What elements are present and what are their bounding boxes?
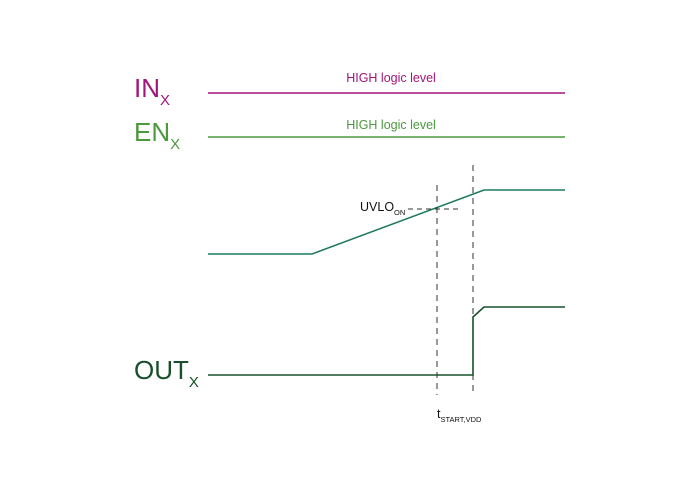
en-signal-label: ENX — [134, 117, 180, 153]
en-signal-name: EN — [134, 117, 170, 147]
uvlo-label: UVLOON — [360, 200, 405, 217]
in-signal-label: INX — [134, 73, 170, 109]
en-signal-subscript: X — [170, 136, 180, 153]
uvlo-subscript: ON — [394, 208, 405, 217]
in-signal-name: IN — [134, 73, 160, 103]
out-signal-name: OUT — [134, 355, 189, 385]
vdd-ramp-line — [208, 189, 565, 255]
out-signal-subscript: X — [189, 374, 199, 391]
tstart-subscript: START,VDD — [440, 415, 482, 424]
out-signal-label: OUTX — [134, 355, 199, 391]
tstart-label: tSTART,VDD — [437, 407, 482, 424]
tstart-name: t — [437, 407, 441, 421]
in-level-text: HIGH logic level — [346, 71, 436, 85]
uvlo-name: UVLO — [360, 200, 394, 214]
in-signal-subscript: X — [160, 92, 170, 109]
out-signal-line — [208, 306, 565, 376]
en-level-text: HIGH logic level — [346, 118, 436, 132]
